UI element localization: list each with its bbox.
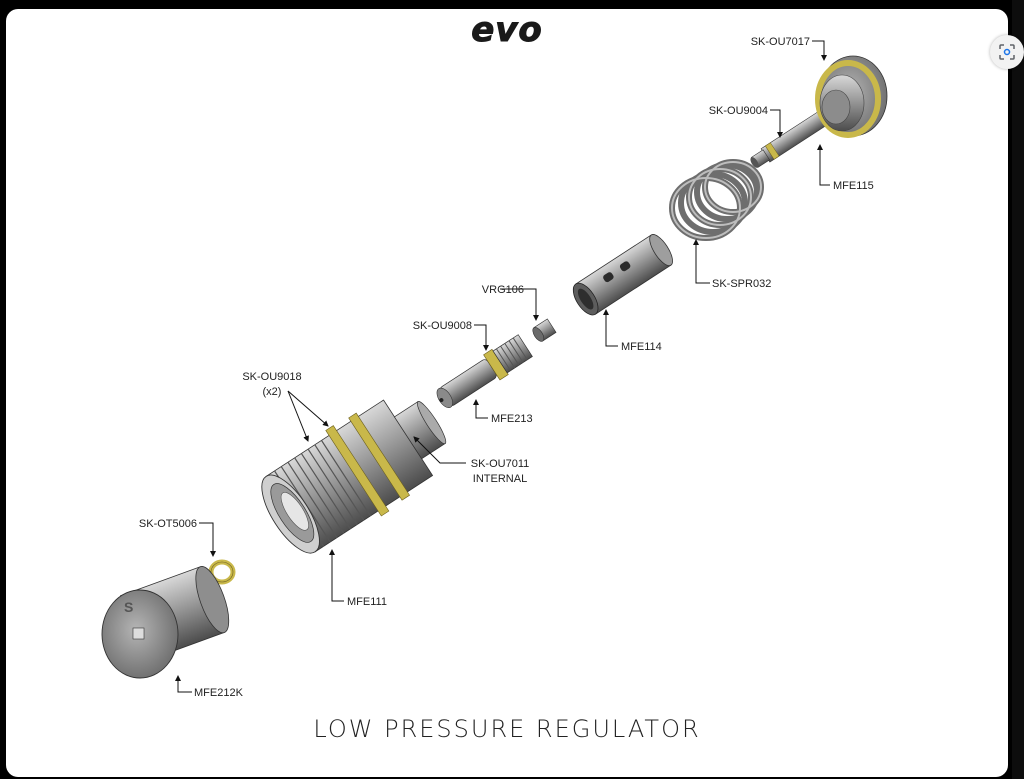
svg-text:evo: evo	[471, 10, 543, 50]
label-sk-ou9018: SK-OU9018	[242, 371, 301, 383]
part-labels: SK-OU7017 SK-OU9004 MFE115 SK-SPR032 VRG…	[139, 36, 874, 699]
window-edge	[1012, 0, 1024, 779]
diagram-title: LOW PRESSURE REGULATOR	[313, 715, 701, 743]
label-sk-ou9008: SK-OU9008	[413, 320, 472, 332]
svg-text:S: S	[124, 599, 133, 615]
label-sk-ou7017: SK-OU7017	[751, 36, 810, 48]
part-mfe212k: S	[101, 566, 230, 679]
lens-icon	[999, 44, 1015, 60]
label-sk-ou7011-note: INTERNAL	[473, 473, 527, 485]
label-sk-spr032: SK-SPR032	[712, 278, 771, 290]
label-mfe111: MFE111	[347, 596, 387, 608]
label-mfe114: MFE114	[621, 341, 662, 353]
part-mfe111	[261, 399, 447, 554]
lens-button[interactable]	[990, 35, 1024, 69]
label-sk-ou7011: SK-OU7011	[471, 458, 530, 470]
leader-lines	[175, 40, 830, 693]
evo-logo: evo	[471, 10, 543, 51]
label-mfe213: MFE213	[491, 413, 533, 425]
label-sk-ot5006: SK-OT5006	[139, 518, 197, 530]
label-mfe212k: MFE212K	[194, 687, 244, 699]
label-sk-ou9004: SK-OU9004	[709, 105, 768, 117]
part-mfe115	[750, 55, 888, 168]
label-vrg106: VRG106	[482, 284, 524, 296]
part-mfe114	[572, 234, 673, 316]
label-sk-ou9018-qty: (x2)	[263, 386, 282, 398]
exploded-view-diagram: evo	[101, 10, 888, 699]
part-mfe213	[436, 334, 533, 408]
label-mfe115: MFE115	[833, 180, 874, 192]
diagram-sheet: evo	[6, 9, 1008, 777]
part-spring	[669, 159, 764, 241]
part-vrg106	[532, 318, 557, 342]
